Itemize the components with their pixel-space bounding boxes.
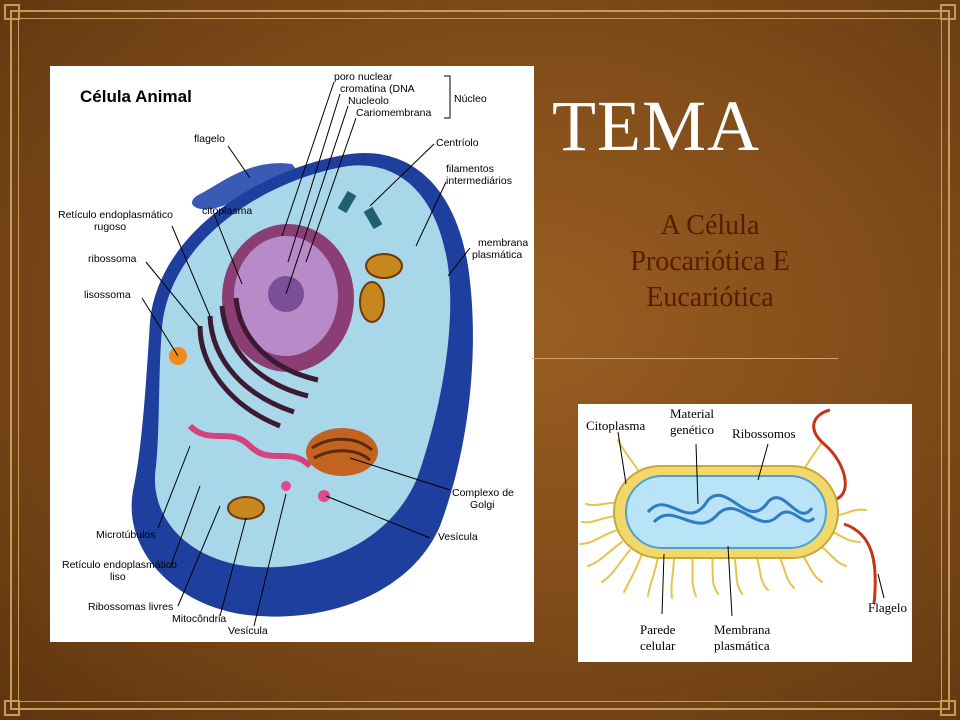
label-parede-line1: Parede (640, 622, 676, 637)
frame-corner-ornament (940, 4, 956, 20)
flagellum-shape (191, 163, 300, 210)
label-citoplasma: Citoplasma (586, 418, 645, 433)
label-membrana-line1: membrana (478, 237, 528, 249)
title-divider (532, 358, 838, 359)
smooth-er-shape (187, 423, 313, 469)
label-pointers (617, 431, 885, 617)
vesicle-shape (281, 481, 291, 491)
label-filamentos-line2: intermediários (446, 175, 512, 187)
centriole-shape (337, 190, 357, 214)
label-filamentos-line1: filamentos (446, 163, 494, 175)
label-golgi-line2: Golgi (470, 499, 495, 511)
bacterium-illustration: Citoplasma Material genético Ribossomos … (579, 406, 907, 653)
frame-corner-ornament (4, 4, 20, 20)
vesicle-shape (318, 490, 330, 502)
label-rel-line2: liso (110, 571, 126, 583)
label-rel-line1: Retículo endoplasmático (62, 559, 177, 571)
pili-hairs (579, 439, 867, 599)
label-vesicula-right: Vesícula (438, 531, 478, 543)
frame-corner-ornament (940, 700, 956, 716)
label-cariomembrana: Cariomembrana (356, 107, 431, 119)
slide-frame-outer (10, 10, 950, 710)
slide-frame-inner (18, 18, 942, 702)
label-flagelo: Flagelo (868, 600, 907, 615)
centriole-shape (363, 206, 383, 230)
label-parede-line2: celular (640, 638, 676, 653)
label-lisossoma: lisossoma (84, 289, 131, 301)
flagellum-shape (812, 408, 877, 605)
label-nucleolo: Nucleolo (348, 95, 389, 107)
label-nucleo: Núcleo (454, 93, 487, 105)
label-golgi-line1: Complexo de (452, 487, 514, 499)
animal-cell-diagram: Célula Animal poro nuclear cromatina (DN… (50, 66, 534, 642)
label-cromatina: cromatina (DNA (340, 83, 415, 95)
golgi-stacks (311, 437, 373, 462)
frame-corner-ornament (4, 700, 20, 716)
cytoplasm-shape (625, 475, 827, 549)
label-microtubulos: Microtúbulos (96, 529, 156, 541)
label-material-line1: Material (670, 406, 714, 421)
label-pointers (141, 75, 471, 627)
slide-subtitle-line: Eucariótica (646, 282, 774, 313)
label-centriolo: Centríolo (436, 137, 479, 149)
animal-cell-heading: Célula Animal (80, 87, 192, 106)
label-vesicula-bottom: Vesícula (228, 625, 268, 637)
slide-title: TEMA (552, 86, 760, 166)
label-mitocondria: Mitocôndria (172, 613, 226, 625)
label-membrana-line1: Membrana (714, 622, 771, 637)
label-poro-nuclear: poro nuclear (334, 71, 393, 83)
genetic-material-shape (646, 493, 816, 525)
label-membrana-line2: plasmática (472, 249, 522, 261)
label-ribossoma: ribossoma (88, 253, 137, 265)
label-membrana-line2: plasmática (714, 638, 770, 653)
mitochondrion-shape (365, 253, 403, 279)
slide-subtitle-line: A Célula (660, 210, 760, 241)
rough-er-shape (197, 297, 319, 429)
label-material-line2: genético (670, 422, 714, 437)
animal-cell-illustration: Célula Animal poro nuclear cromatina (DN… (58, 71, 528, 637)
label-flagelo: flagelo (194, 133, 225, 145)
label-ribossomos: Ribossomos (732, 426, 796, 441)
mitochondrion-shape (227, 496, 265, 520)
label-ribossomas-livres: Ribossomas livres (88, 601, 173, 613)
slide-subtitle-line: Procariótica E (630, 246, 790, 277)
label-citoplasma: citoplasma (202, 205, 252, 217)
label-rer-line1: Retículo endoplasmático (58, 209, 173, 221)
label-rer-line2: rugoso (94, 221, 126, 233)
slide-subtitle: A Célula Procariótica E Eucariótica (584, 208, 836, 316)
mitochondrion-shape (359, 281, 385, 323)
bacterium-diagram: Citoplasma Material genético Ribossomos … (578, 404, 912, 662)
